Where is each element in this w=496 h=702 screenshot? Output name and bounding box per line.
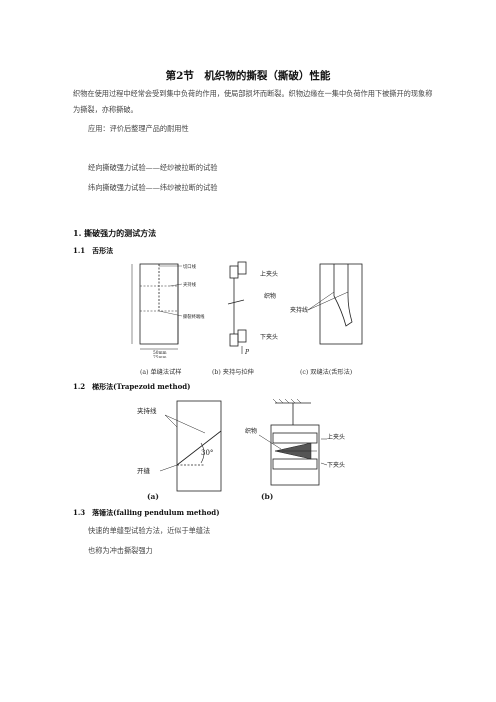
tear-end-label: 撕裂终端线 [183, 313, 205, 320]
fabric-label: 织物 [264, 292, 276, 300]
width-label-2: 75mm [153, 356, 167, 358]
lower-clamp-label: 下夹头 [260, 333, 278, 341]
clamp-stretch-diagram: 上夹头 织物 下夹头 P [227, 261, 278, 356]
trapezoid-method-figure: 夹持线 开缝 30° (a) 织物 上夹头 下夹头 (b) [137, 398, 345, 501]
trapezoid-lower-clamp-label: 下夹头 [327, 461, 345, 469]
clamp-line-label: 夹持线 [183, 281, 197, 288]
trapezoid-specimen-diagram: 夹持线 开缝 30° (a) [137, 400, 222, 501]
weft-test-line: 纬向撕破强力试验——纬纱被拉断的试验 [88, 183, 218, 192]
falling-pendulum-line-1: 快速的单缝型试验方法，近似于单缝法 [88, 526, 211, 535]
fig-1-1-caption-c: (c) 双缝法(舌形法) [300, 369, 353, 376]
fig-1-2-label-a: (a) [147, 492, 159, 501]
trapezoid-clamp-diagram: 织物 上夹头 下夹头 (b) [245, 398, 345, 501]
slit-label: 开缝 [137, 466, 151, 475]
double-slit-diagram: 夹持线 [290, 263, 363, 345]
fig-1-2-label-b: (b) [261, 492, 273, 501]
fig-1-1-caption-b: (b) 夹持与拉伸 [212, 369, 254, 376]
trapezoid-upper-clamp-label: 上夹头 [327, 433, 345, 441]
section-1-3-heading: 1.3 落锤法(falling pendulum method) [73, 508, 220, 517]
upper-clamp-label: 上夹头 [260, 270, 278, 278]
application-line: 应用：评价后整理产品的耐用性 [88, 124, 189, 133]
section-1-1-heading: 1.1 舌形法 [73, 246, 114, 255]
page-title: 第2节 机织物的撕裂（撕破）性能 [165, 70, 331, 82]
single-slit-specimen-diagram: 切口线 夹持线 撕裂终端线 50mm 75mm [131, 263, 205, 358]
section-1-2-heading: 1.2 梯形法(Trapezoid method) [73, 382, 191, 391]
double-slit-clamp-label: 夹持线 [290, 306, 308, 314]
falling-pendulum-line-2: 也称为冲击撕裂强力 [88, 546, 153, 555]
cut-line-label: 切口线 [183, 263, 197, 270]
angle-label: 30° [201, 449, 213, 457]
force-label: P [244, 349, 250, 356]
trapezoid-clamp-label: 夹持线 [137, 406, 157, 415]
section-1-heading: 1. 撕破强力的测试方法 [73, 228, 157, 238]
fig-1-1-caption-a: (a) 单缝法试样 [140, 369, 182, 376]
intro-paragraph: 织物在使用过程中经常会受到集中负荷的作用，使局部损坏而断裂。织物边缘在一集中负荷… [73, 89, 433, 114]
width-label: 50mm [153, 351, 167, 356]
trapezoid-fabric-label: 织物 [245, 427, 257, 435]
warp-test-line: 经向撕破强力试验——经纱被拉断的试验 [88, 163, 218, 172]
tongue-method-figure: 切口线 夹持线 撕裂终端线 50mm 75mm 上夹头 织物 下夹头 P 夹持线 [131, 261, 363, 358]
